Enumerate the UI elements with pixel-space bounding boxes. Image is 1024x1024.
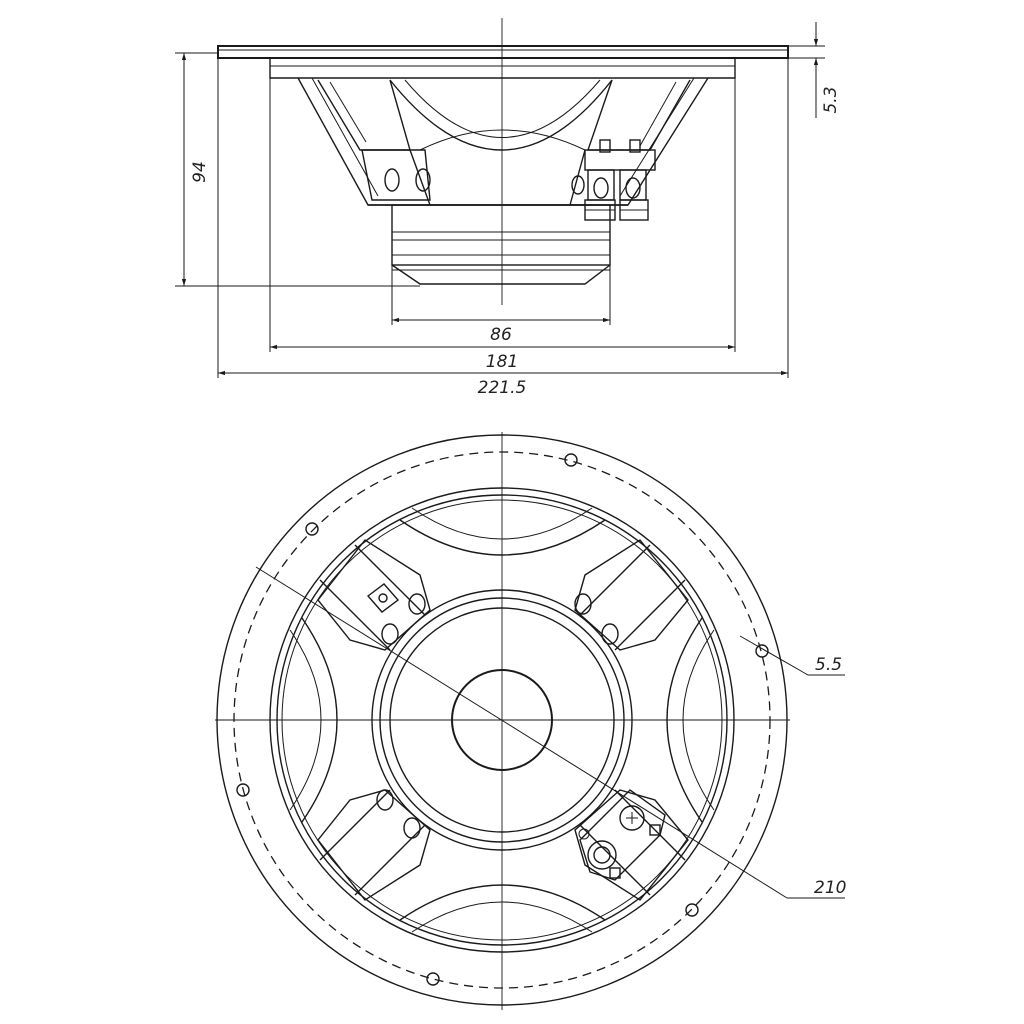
side-view: 94 5.3 86 181 221.5: [175, 18, 841, 398]
bolt-circle-leader: [255, 566, 788, 899]
top-left-terminal: [366, 583, 400, 613]
mounting-holes: [236, 453, 769, 986]
dim-height: 94: [175, 52, 420, 287]
dim-overall-label: 221.5: [478, 378, 527, 398]
dim-magnet-label: 86: [490, 325, 512, 345]
frame-outer-ring: [269, 487, 735, 953]
basket-window-arch: [389, 79, 613, 151]
mount-hole-icon: [564, 453, 578, 467]
dim-height-label: 94: [190, 161, 210, 183]
basket-windows: [289, 507, 715, 933]
dim-mount-hole: 5.5: [739, 635, 845, 676]
dim-bolt-circle-label: 210: [814, 878, 846, 898]
back-plate: [391, 264, 611, 285]
terminal-post-icon: [587, 840, 617, 870]
magnet-outer-ring: [371, 589, 633, 851]
speaker-terminals: [578, 789, 666, 881]
terminal-post-icon: [619, 805, 645, 831]
dim-flange: 5.3: [788, 22, 841, 118]
magnet-assembly: [391, 204, 611, 266]
mount-hole-icon: [755, 644, 769, 658]
mounting-flange: [217, 45, 789, 59]
dim-magnet: 86: [391, 265, 611, 345]
mount-hole-icon: [685, 903, 699, 917]
mount-hole-icon: [236, 783, 250, 797]
terminal-block: [571, 139, 656, 221]
dim-flange-label: 5.3: [821, 86, 841, 113]
pole-piece: [451, 669, 553, 771]
boss-pads: [317, 539, 689, 901]
boss-hole-icon: [415, 168, 431, 192]
bolt-circle: [233, 451, 771, 989]
mount-hole-icon: [426, 972, 440, 986]
outer-flange-ring: [216, 434, 788, 1006]
left-mounting-boss: [361, 149, 431, 201]
dim-overall: 221.5: [217, 58, 789, 398]
dim-frame-label: 181: [486, 352, 518, 372]
dim-bolt-circle: 210: [255, 566, 846, 899]
dim-mount-hole-label: 5.5: [815, 655, 842, 675]
mount-hole-icon: [305, 522, 319, 536]
dim-frame: 181: [269, 78, 736, 372]
boss-hole-icon: [384, 168, 400, 192]
frame-rim: [269, 58, 736, 79]
front-view: 210 5.5: [215, 432, 846, 1010]
